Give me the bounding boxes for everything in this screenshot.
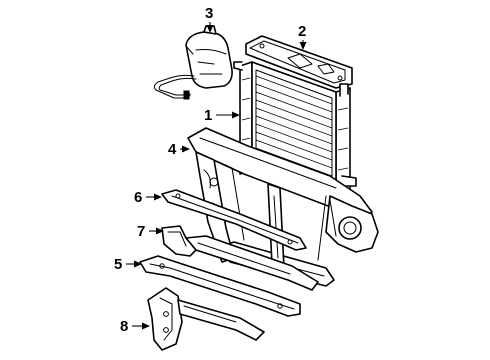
part-2-radiator-baffle [245, 35, 353, 89]
callout-3: 3 [205, 5, 214, 33]
part-6-upper-grille-bar [161, 189, 307, 251]
callout-label: 6 [134, 189, 142, 206]
part-3-coolant-reservoir [153, 25, 233, 100]
callout-label: 4 [168, 141, 177, 158]
callout-4: 4 [168, 141, 190, 158]
callout-5: 5 [114, 256, 142, 273]
callout-2: 2 [298, 23, 307, 50]
part-5-lower-tie-bar [139, 255, 301, 317]
part-8-lower-bracket [147, 287, 265, 351]
callout-8: 8 [120, 318, 150, 335]
callout-label: 5 [114, 256, 122, 273]
callout-7: 7 [137, 223, 164, 240]
part-7-grille-bracket [161, 225, 319, 291]
callout-1: 1 [204, 107, 240, 124]
callout-label: 7 [137, 223, 145, 240]
callout-label: 8 [120, 318, 128, 335]
callout-6: 6 [134, 189, 162, 206]
callout-label: 1 [204, 107, 212, 124]
callout-label: 2 [298, 23, 306, 40]
callout-label: 3 [205, 5, 213, 22]
